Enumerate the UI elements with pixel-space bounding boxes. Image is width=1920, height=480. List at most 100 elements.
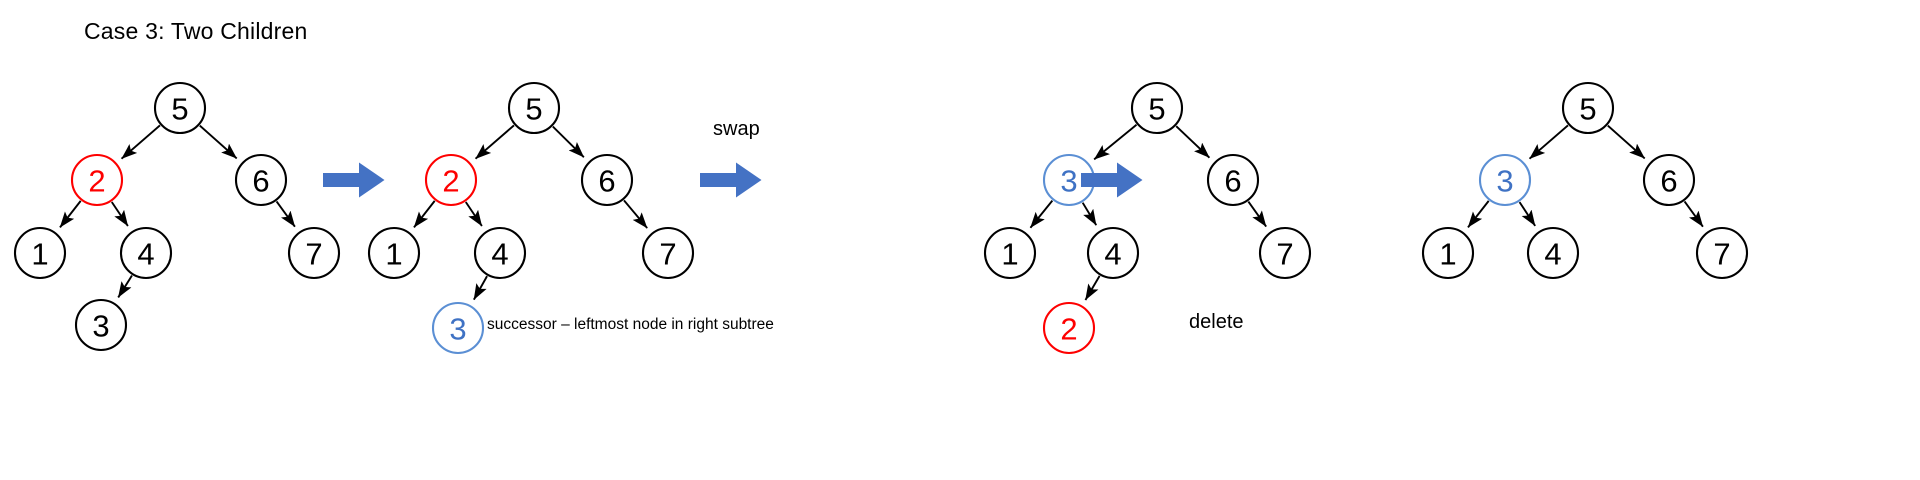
tree-node: 7 <box>1695 226 1749 280</box>
node-circle <box>367 226 421 280</box>
tree-node: 4 <box>473 226 527 280</box>
node-value: 4 <box>491 237 508 272</box>
tree-node: 5 <box>1130 81 1184 135</box>
node-value: 1 <box>1001 237 1018 272</box>
node-value: 7 <box>305 237 322 272</box>
tree-node: 4 <box>1526 226 1580 280</box>
tree-node: 6 <box>234 153 288 207</box>
node-circle <box>1042 301 1096 355</box>
tree-edge <box>275 200 296 228</box>
tree-node: 6 <box>1642 153 1696 207</box>
node-circle <box>74 298 128 352</box>
tree-edge <box>120 124 161 160</box>
node-circle <box>424 153 478 207</box>
tree-edge <box>1175 125 1211 159</box>
tree-node: 1 <box>983 226 1037 280</box>
node-value: 6 <box>598 164 615 199</box>
stage-arrow-1 <box>323 162 385 198</box>
tree-node: 1 <box>1421 226 1475 280</box>
tree-node: 6 <box>1206 153 1260 207</box>
node-circle <box>13 226 67 280</box>
tree-node: 2 <box>424 153 478 207</box>
tree-edge <box>199 124 238 160</box>
node-circle <box>1421 226 1475 280</box>
swap-label: swap <box>713 118 760 140</box>
node-circle <box>1695 226 1749 280</box>
tree-edge <box>1081 202 1098 226</box>
tree-node: 3 <box>74 298 128 352</box>
node-value: 6 <box>1224 164 1241 199</box>
tree-edges <box>59 124 1704 301</box>
node-circle <box>1130 81 1184 135</box>
tree-edge <box>117 274 133 298</box>
node-circle <box>234 153 288 207</box>
node-circle <box>1258 226 1312 280</box>
tree-node: 1 <box>13 226 67 280</box>
node-value: 5 <box>171 92 188 127</box>
tree-edge <box>413 200 436 228</box>
node-value: 6 <box>1660 164 1677 199</box>
tree-edge <box>1029 200 1054 229</box>
node-value: 5 <box>525 92 542 127</box>
node-circle <box>1478 153 1532 207</box>
node-value: 3 <box>92 309 109 344</box>
tree-node: 7 <box>1258 226 1312 280</box>
tree-edge <box>623 199 648 229</box>
tree-edge <box>1683 200 1704 228</box>
node-value: 7 <box>1276 237 1293 272</box>
tree-edge <box>1247 201 1267 228</box>
node-value: 1 <box>385 237 402 272</box>
tree-node: 3 <box>1478 153 1532 207</box>
node-value: 2 <box>442 164 459 199</box>
node-value: 3 <box>1060 164 1077 199</box>
node-value: 2 <box>1060 312 1077 347</box>
node-circle <box>70 153 124 207</box>
node-value: 4 <box>137 237 154 272</box>
node-circle <box>1206 153 1260 207</box>
delete-label: delete <box>1189 311 1244 333</box>
successor-note-label: successor – leftmost node in right subtr… <box>487 316 774 333</box>
tree-edge <box>552 125 585 158</box>
node-circle <box>580 153 634 207</box>
node-circle <box>153 81 207 135</box>
tree-edge <box>1084 275 1101 301</box>
tree-edge <box>473 275 488 301</box>
node-value: 4 <box>1104 237 1121 272</box>
node-circle <box>119 226 173 280</box>
tree-edge <box>1093 124 1138 161</box>
tree-edge <box>474 124 515 160</box>
tree-node: 6 <box>580 153 634 207</box>
tree-node: 3 <box>431 301 485 355</box>
node-circle <box>1561 81 1615 135</box>
tree-node: 5 <box>153 81 207 135</box>
tree-node: 2 <box>1042 301 1096 355</box>
node-value: 3 <box>1496 164 1513 199</box>
node-circle <box>287 226 341 280</box>
node-circle <box>1642 153 1696 207</box>
page-title: Case 3: Two Children <box>84 18 308 44</box>
tree-edge <box>1607 124 1646 160</box>
node-value: 3 <box>449 312 466 347</box>
tree-node: 5 <box>1561 81 1615 135</box>
node-value: 2 <box>88 164 105 199</box>
tree-edge <box>1518 201 1536 227</box>
tree-edge <box>1528 124 1569 160</box>
node-value: 4 <box>1544 237 1561 272</box>
tree-node: 7 <box>641 226 695 280</box>
tree-node: 4 <box>1086 226 1140 280</box>
tree-edge <box>464 201 483 227</box>
node-value: 1 <box>1439 237 1456 272</box>
stage-arrow-3 <box>1081 162 1143 198</box>
node-circle <box>431 301 485 355</box>
tree-node: 7 <box>287 226 341 280</box>
node-value: 7 <box>659 237 676 272</box>
node-value: 1 <box>31 237 48 272</box>
node-circle <box>507 81 561 135</box>
node-value: 6 <box>252 164 269 199</box>
tree-node: 5 <box>507 81 561 135</box>
tree-node: 1 <box>367 226 421 280</box>
node-value: 5 <box>1148 92 1165 127</box>
node-circle <box>983 226 1037 280</box>
